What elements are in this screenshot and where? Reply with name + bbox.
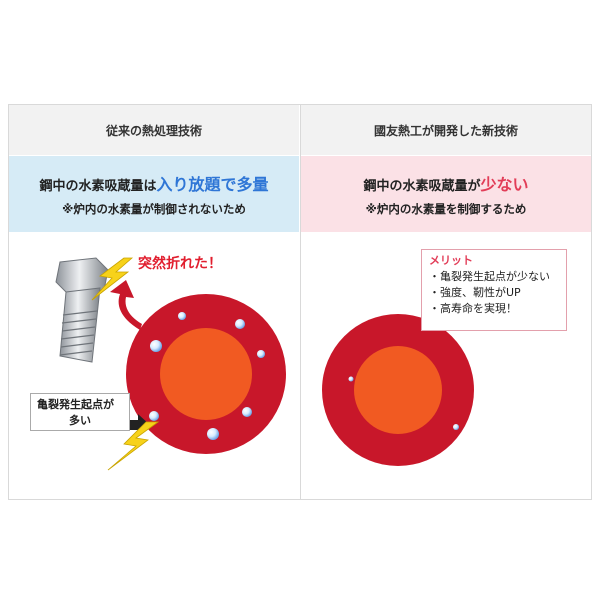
column-divider <box>300 105 301 499</box>
hydrogen-bubble-icon <box>178 312 186 320</box>
comparison-frame <box>8 104 592 500</box>
right-band-main: 鋼中の水素吸蔵量が少ない <box>363 171 528 195</box>
curved-arrow-icon <box>110 280 142 330</box>
hydrogen-bubble-icon <box>207 428 219 440</box>
right-band-emphasis: 少ない <box>480 175 529 194</box>
left-header-text: 従来の熱処理技術 <box>105 123 202 138</box>
left-column-header: 従来の熱処理技術 <box>9 105 299 155</box>
bolt-icon <box>55 257 109 363</box>
right-header-text: 國友熱工が開発した新技術 <box>373 123 518 138</box>
hydrogen-bubble-icon <box>242 407 252 417</box>
merit-box: メリット ・亀裂発生起点が少ない ・強度、靭性がUP ・高寿命を実現！ <box>421 249 567 331</box>
lightning-icon <box>91 257 134 301</box>
hydrogen-bubble-icon <box>235 319 245 329</box>
left-band-sub: ※炉内の水素量が制御されないため <box>62 202 246 216</box>
merit-title: メリット <box>429 254 473 267</box>
left-steel-cross-section <box>126 294 286 454</box>
hydrogen-bubble-icon <box>257 350 265 358</box>
hydrogen-bubble-icon <box>453 424 459 430</box>
left-band-emphasis: 入り放題で多量 <box>156 175 269 194</box>
note-line-1: 亀裂発生起点が <box>37 398 114 411</box>
right-steel-cross-section <box>322 314 474 466</box>
hydrogen-bubble-icon <box>150 340 162 352</box>
left-info-band: 鋼中の水素吸蔵量は入り放題で多量 ※炉内の水素量が制御されないため <box>9 156 299 232</box>
right-info-band: 鋼中の水素吸蔵量が少ない ※炉内の水素量を制御するため <box>301 156 591 232</box>
right-arrow-icon <box>128 414 150 436</box>
hydrogen-bubble-icon <box>348 376 354 382</box>
hydrogen-bubble-icon <box>149 411 159 421</box>
lightning-icon <box>107 421 160 471</box>
merit-item: ・高寿命を実現！ <box>429 302 517 315</box>
right-column-header: 國友熱工が開発した新技術 <box>301 105 591 155</box>
crack-origin-note: 亀裂発生起点が 多い <box>30 393 130 431</box>
right-band-prefix: 鋼中の水素吸蔵量が <box>363 179 481 194</box>
left-band-prefix: 鋼中の水素吸蔵量は <box>39 179 157 194</box>
merit-item: ・強度、靭性がUP <box>429 286 521 299</box>
sudden-break-callout: 突然折れた！ <box>138 256 222 272</box>
note-line-2: 多い <box>69 414 91 427</box>
left-band-main: 鋼中の水素吸蔵量は入り放題で多量 <box>39 171 268 195</box>
right-band-sub: ※炉内の水素量を制御するため <box>365 202 527 216</box>
merit-item: ・亀裂発生起点が少ない <box>429 270 550 283</box>
